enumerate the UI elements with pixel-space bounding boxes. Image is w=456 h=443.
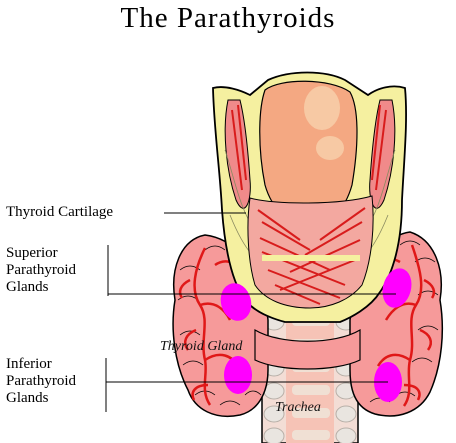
label-superior-parathyroid: Superior Parathyroid Glands [6,245,76,295]
label-trachea: Trachea [275,400,321,415]
thyroid-cartilage [212,71,407,323]
superior-parathyroid-left [220,283,252,321]
inferior-parathyroid-left [224,356,252,394]
diagram-title: The Parathyroids [120,2,336,34]
leader-lines [105,212,396,412]
label-thyroid-gland: Thyroid Gland [160,339,243,354]
thyroid-isthmus [254,328,361,370]
trachea [261,309,359,443]
superior-parathyroid-right [382,268,412,308]
label-inferior-parathyroid: Inferior Parathyroid Glands [6,356,76,406]
label-thyroid-cartilage: Thyroid Cartilage [6,204,114,220]
